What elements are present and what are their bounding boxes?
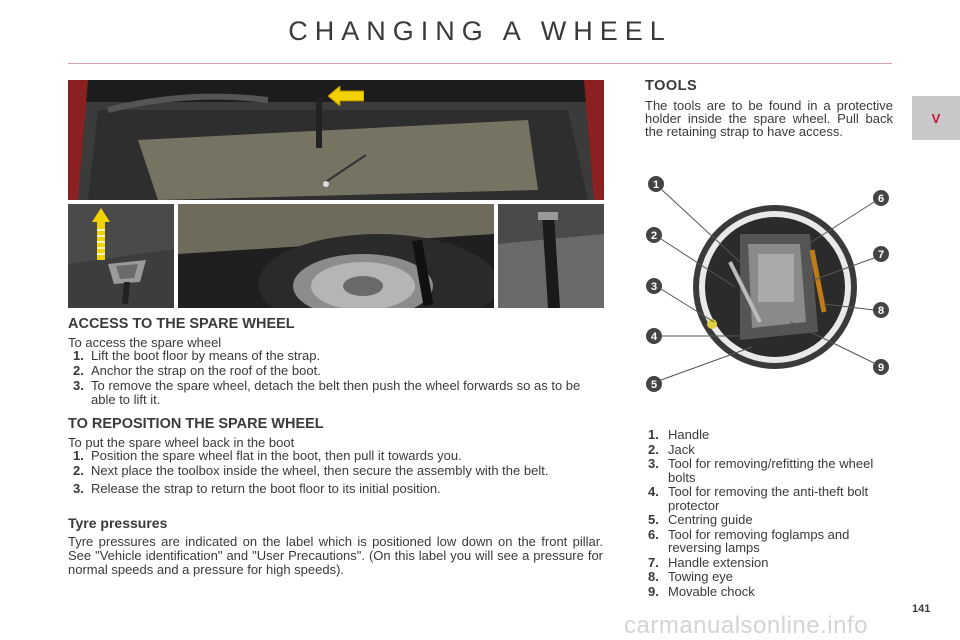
callout-label: 9 (878, 362, 884, 374)
tyre-text: Tyre pressures are indicated on the labe… (68, 534, 603, 577)
tools-diagram: 1 2 3 4 5 6 7 8 9 (640, 172, 900, 404)
title-divider (68, 63, 892, 64)
tools-legend: 1.Handle 2.Jack 3.Tool for removing/refi… (648, 428, 898, 599)
reposition-intro: To put the spare wheel back in the boot (68, 435, 295, 450)
callout-label: 1 (653, 179, 659, 191)
list-item: 8.Towing eye (648, 569, 734, 584)
list-item: 9.Movable chock (648, 583, 755, 599)
list-item: 5.Centring guide (648, 512, 753, 527)
strap-detail-photo (68, 204, 174, 308)
list-item: 2.Next place the toolbox inside the whee… (73, 463, 549, 478)
chapter-tab[interactable]: V (912, 96, 960, 140)
belt-detail-photo (498, 204, 604, 308)
callout-label: 7 (878, 249, 884, 261)
page-number: 141 (912, 603, 931, 615)
tyre-heading: Tyre pressures (68, 515, 168, 531)
callout-label: 4 (651, 331, 658, 343)
callout-label: 5 (651, 379, 657, 391)
tools-text: The tools are to be found in a protectiv… (645, 98, 893, 139)
list-item: 1.Lift the boot floor by means of the st… (73, 348, 321, 363)
spare-wheel-photo (178, 204, 494, 308)
list-item: 1.Position the spare wheel flat in the b… (73, 448, 462, 463)
list-item: 3.Release the strap to return the boot f… (73, 481, 441, 496)
page-title: CHANGING A WHEEL (288, 16, 672, 46)
list-item: 7.Handle extension (648, 554, 769, 570)
list-item: 6.Tool for removing foglamps and reversi… (648, 526, 850, 555)
list-item: 2.Anchor the strap on the roof of the bo… (73, 363, 321, 378)
list-item: 4.Tool for removing the anti-theft bolt … (648, 484, 869, 513)
callout-label: 8 (878, 305, 884, 317)
tools-heading: TOOLS (645, 78, 698, 94)
access-intro: To access the spare wheel (68, 335, 222, 350)
list-item: 1.Handle (648, 427, 710, 442)
callout-label: 6 (878, 193, 884, 205)
arrow-up-icon (92, 208, 110, 260)
access-heading: ACCESS TO THE SPARE WHEEL (68, 316, 295, 332)
watermark: carmanualsonline.info (624, 612, 868, 639)
list-item: 2.Jack (648, 441, 695, 457)
reposition-heading: TO REPOSITION THE SPARE WHEEL (68, 416, 324, 432)
list-item: 3.To remove the spare wheel, detach the … (73, 378, 581, 407)
list-item: 3.Tool for removing/refitting the wheel … (648, 456, 874, 485)
reposition-steps: 1.Position the spare wheel flat in the b… (68, 449, 608, 497)
access-steps: 1.Lift the boot floor by means of the st… (68, 349, 608, 408)
callout-label: 3 (651, 281, 657, 293)
arrow-left-icon (328, 86, 364, 106)
callout-label: 2 (651, 230, 657, 242)
